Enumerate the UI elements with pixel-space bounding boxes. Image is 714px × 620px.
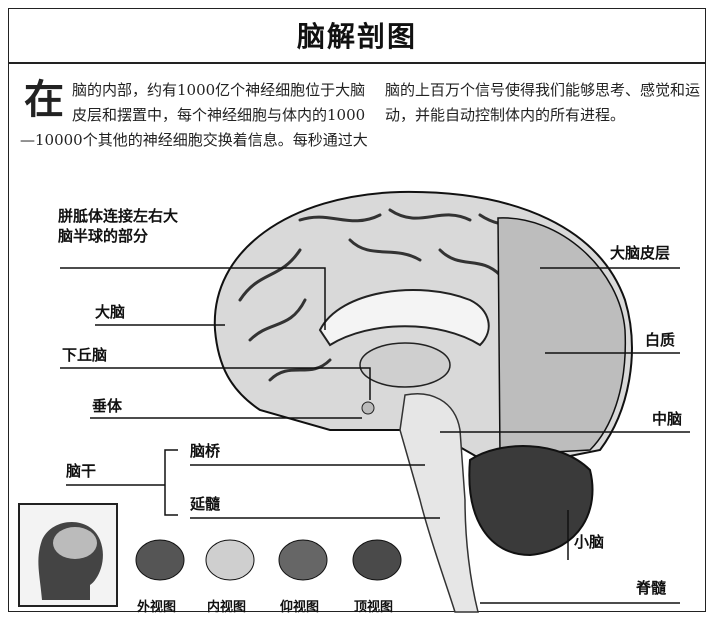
bottom-view-thumb	[278, 539, 328, 581]
dropcap: 在	[24, 76, 64, 123]
view-label-inner: 内视图	[207, 600, 247, 615]
intro-left-text: 脑的内部，约有1000亿个神经细胞位于大脑皮层和摆置中，每个神经细胞与体内的10…	[20, 81, 368, 149]
label-cortex: 大脑皮层	[610, 244, 671, 262]
page-title: 脑解剖图	[8, 8, 706, 64]
label-midbrain: 中脑	[652, 410, 683, 428]
view-label-bottom: 仰视图	[280, 600, 320, 615]
label-cerebrum: 大脑	[95, 303, 126, 321]
head-profile-thumbnail	[18, 503, 118, 607]
page-frame	[8, 8, 706, 612]
brainstem-shape	[399, 393, 479, 613]
pituitary-shape	[361, 401, 375, 415]
label-pituitary: 垂体	[92, 397, 123, 415]
head-profile-icon	[38, 521, 103, 600]
outer-view-thumb	[135, 539, 185, 581]
label-medulla: 延髓	[190, 495, 221, 513]
label-hypothalamus: 下丘脑	[62, 346, 108, 364]
label-cerebellum: 小脑	[574, 533, 605, 551]
corpus-callosum-arc	[318, 289, 490, 347]
view-label-outer: 外视图	[137, 600, 177, 615]
label-corpus-callosum: 胼胝体连接左右大脑半球的部分	[58, 207, 179, 245]
leader-lines	[60, 267, 690, 604]
label-brainstem: 脑干	[66, 462, 97, 480]
cut-face	[497, 217, 627, 456]
inner-view-thumb	[205, 539, 255, 581]
thalamus-shape	[359, 342, 451, 388]
intro-right-paragraph: 脑的上百万个信号使得我们能够思考、感觉和运动，并能自动控制体内的所有进程。	[385, 81, 701, 124]
view-label-top: 顶视图	[354, 600, 394, 615]
label-pons: 脑桥	[190, 442, 221, 460]
label-white-matter: 白质	[645, 331, 676, 349]
label-spinal-cord: 脊髓	[636, 579, 667, 597]
cerebellum-shape	[468, 445, 594, 557]
intro-left-paragraph: 在脑的内部，约有1000亿个神经细胞位于大脑皮层和摆置中，每个神经细胞与体内的1…	[20, 78, 370, 153]
top-view-thumb	[352, 539, 402, 581]
